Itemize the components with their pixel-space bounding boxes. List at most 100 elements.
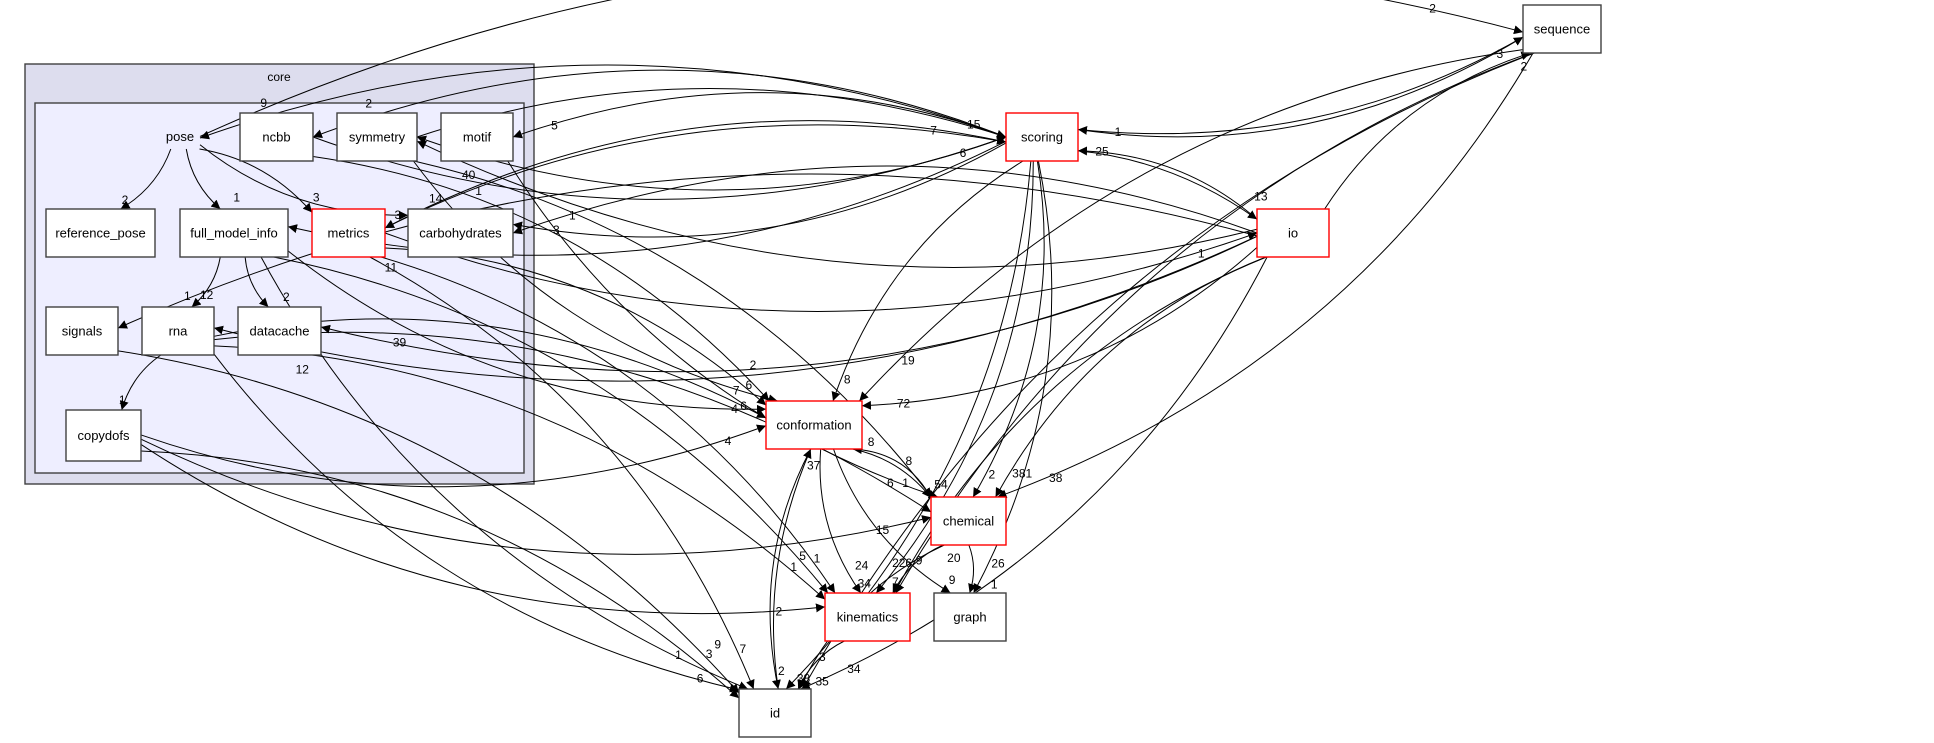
edge-scoring-to-carbohydrates[interactable]: [512, 142, 1007, 238]
node-box[interactable]: [824, 592, 911, 642]
edge-label[interactable]: 12: [296, 363, 310, 377]
edge-io-to-chemical[interactable]: [995, 256, 1267, 498]
edge-io-to-signals[interactable]: [117, 173, 1258, 329]
edge-label[interactable]: 38: [797, 671, 811, 685]
edge-label[interactable]: 8: [844, 372, 851, 386]
edge-conformation-to-graph[interactable]: [833, 448, 951, 594]
edge-label[interactable]: 3: [553, 223, 560, 237]
edge-label[interactable]: 8: [868, 435, 875, 449]
node-box[interactable]: [239, 112, 314, 162]
node-reference-pose[interactable]: reference_pose: [45, 208, 156, 258]
edge-sequence-to-chemical[interactable]: [997, 52, 1534, 499]
node-box[interactable]: [933, 592, 1007, 642]
edge-label[interactable]: 4: [731, 402, 738, 416]
edge-label[interactable]: 15: [876, 523, 890, 537]
edge-scoring-to-full-model-info[interactable]: [287, 140, 1007, 256]
edge-ncbb-to-scoring[interactable]: [312, 135, 1007, 200]
edge-scoring-to-chemical[interactable]: [972, 160, 1045, 498]
edge-signals-to-id[interactable]: [117, 350, 740, 694]
node-box[interactable]: [336, 112, 418, 162]
node-full-model-info[interactable]: full_model_info: [179, 208, 289, 258]
edge-scoring-to-io[interactable]: [1077, 150, 1258, 220]
edge-io-to-id[interactable]: [800, 256, 1268, 690]
edge-label[interactable]: 6: [887, 476, 894, 490]
edge-full-model-info-to-kinematics[interactable]: [273, 256, 829, 594]
edge-label[interactable]: 3: [395, 208, 402, 222]
node-box[interactable]: [311, 208, 386, 258]
edge-label[interactable]: 1: [233, 191, 240, 205]
edge-label[interactable]: 20: [947, 551, 961, 565]
edge-label[interactable]: 226: [892, 556, 912, 570]
edge-label[interactable]: 6: [740, 399, 747, 413]
edge-label[interactable]: 1: [475, 184, 482, 198]
edge-label[interactable]: 13: [1254, 189, 1268, 203]
node-kinematics[interactable]: kinematics: [824, 592, 911, 642]
edge-label[interactable]: 7: [733, 383, 740, 397]
edge-label[interactable]: 5: [551, 118, 558, 132]
node-box[interactable]: [1256, 208, 1330, 258]
edge-io-to-symmetry[interactable]: [416, 140, 1258, 268]
edge-label[interactable]: 1: [814, 551, 821, 565]
node-id[interactable]: id: [738, 688, 812, 738]
edge-label[interactable]: 2: [778, 664, 785, 678]
edge-scoring-to-motif[interactable]: [512, 92, 1007, 139]
edge-label[interactable]: 1: [902, 476, 909, 490]
edge-label[interactable]: 34: [847, 662, 861, 676]
edge-scoring-to-metrics[interactable]: [384, 120, 1007, 229]
node-box[interactable]: [1005, 112, 1079, 162]
node-box[interactable]: [738, 688, 812, 738]
edge-conformation-to-id[interactable]: [769, 448, 812, 690]
edge-label[interactable]: 6: [960, 146, 967, 160]
edge-scoring-to-conformation[interactable]: [831, 160, 1024, 402]
edge-label[interactable]: 72: [897, 397, 911, 411]
node-box[interactable]: [440, 112, 514, 162]
node-io[interactable]: io: [1256, 208, 1330, 258]
edge-label[interactable]: 7: [739, 642, 746, 656]
edge-label[interactable]: 2: [1520, 59, 1527, 73]
edge-label[interactable]: 24: [855, 558, 869, 572]
edge-label[interactable]: 2: [989, 468, 996, 482]
edge-label[interactable]: 9: [714, 637, 721, 651]
edge-full-model-info-to-rna[interactable]: [191, 256, 221, 308]
edge-id-to-conformation[interactable]: [772, 448, 812, 690]
edge-label[interactable]: 7: [930, 124, 937, 138]
node-ncbb[interactable]: ncbb: [239, 112, 314, 162]
edge-label[interactable]: 2: [1429, 2, 1436, 16]
edge-full-model-info-to-datacache[interactable]: [244, 256, 269, 308]
node-carbohydrates[interactable]: carbohydrates: [407, 208, 514, 258]
edge-label[interactable]: 2: [122, 193, 129, 207]
edge-label[interactable]: 1: [569, 209, 576, 223]
edge-label[interactable]: 12: [200, 288, 214, 302]
edge-label[interactable]: 1: [675, 648, 682, 662]
edge-label[interactable]: 34: [858, 577, 872, 591]
edge-io-to-scoring[interactable]: [1077, 146, 1258, 220]
edge-label[interactable]: 37: [807, 458, 821, 472]
edge-label[interactable]: 15: [967, 117, 981, 131]
edge-conformation-to-kinematics[interactable]: [819, 448, 862, 594]
edge-label[interactable]: 11: [385, 260, 398, 274]
edge-label[interactable]: 25: [1095, 144, 1109, 158]
edge-chemical-to-graph[interactable]: [968, 544, 977, 594]
edge-pose-to-reference-pose[interactable]: [120, 148, 172, 210]
edge-label[interactable]: 2: [750, 358, 757, 372]
node-box[interactable]: [237, 306, 322, 356]
edge-metrics-to-io[interactable]: [384, 231, 1258, 312]
edge-label[interactable]: 39: [393, 335, 407, 349]
edge-io-to-carbohydrates[interactable]: [512, 165, 1258, 235]
edge-copydofs-to-chemical[interactable]: [140, 438, 932, 555]
edge-label[interactable]: 381: [1012, 467, 1032, 481]
edge-label[interactable]: 40: [462, 168, 476, 182]
node-datacache[interactable]: datacache: [237, 306, 322, 356]
node-box[interactable]: [407, 208, 514, 258]
cluster-pose-label[interactable]: pose: [166, 129, 194, 144]
edge-metrics-to-id[interactable]: [369, 256, 755, 690]
node-box[interactable]: [45, 306, 119, 356]
edge-metrics-to-scoring[interactable]: [384, 124, 1007, 229]
edge-label[interactable]: 54: [934, 478, 948, 492]
edge-label[interactable]: 38: [1049, 471, 1063, 485]
node-motif[interactable]: motif: [440, 112, 514, 162]
node-copydofs[interactable]: copydofs: [65, 409, 142, 462]
edge-label[interactable]: 1: [119, 393, 126, 407]
edge-label[interactable]: 19: [901, 353, 915, 367]
node-graph[interactable]: graph: [933, 592, 1007, 642]
